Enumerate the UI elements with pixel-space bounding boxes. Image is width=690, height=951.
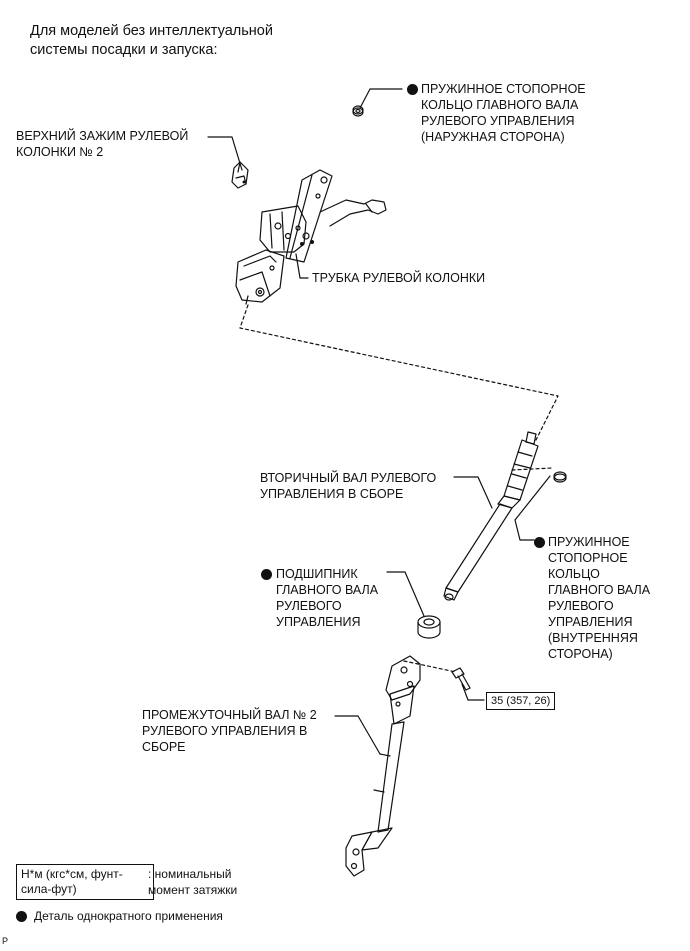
single-use-bullet-icon — [534, 537, 545, 548]
bearing-label: ПОДШИПНИК ГЛАВНОГО ВАЛА РУЛЕВОГО УПРАВЛЕ… — [276, 567, 379, 629]
snap-ring-outer-label: ПРУЖИННОЕ СТОПОРНОЕ КОЛЬЦО ГЛАВНОГО ВАЛА… — [421, 82, 586, 144]
bolt-part — [451, 667, 471, 691]
legend-bullet-icon — [16, 911, 27, 922]
bearing-part — [417, 615, 441, 639]
legend-torque-description: : номинальный момент затяжки — [148, 867, 238, 897]
legend-torque-unit-box: Н*м (кгс*см, фунт- сила-фут) — [16, 864, 154, 900]
secondary-shaft-part — [443, 431, 539, 601]
steering-column-tube-part — [235, 169, 387, 305]
single-use-bullet-icon — [407, 84, 418, 95]
torque-value-box: 35 (357, 26) — [486, 692, 556, 710]
snap-ring-inner-label: ПРУЖИННОЕ СТОПОРНОЕ КОЛЬЦО ГЛАВНОГО ВАЛА… — [548, 535, 651, 661]
upper-clamp-label: ВЕРХНИЙ ЗАЖИМ РУЛЕВОЙ КОЛОНКИ № 2 — [16, 129, 189, 159]
upper-clamp-part — [231, 161, 249, 189]
snap-ring-outer-part — [352, 105, 364, 117]
single-use-bullet-icon — [261, 569, 272, 580]
intermediate-shaft-part — [345, 655, 421, 877]
intermediate-shaft-label: ПРОМЕЖУТОЧНЫЙ ВАЛ № 2 РУЛЕВОГО УПРАВЛЕНИ… — [142, 708, 317, 754]
page-title: Для моделей без интеллектуальной системы… — [30, 23, 273, 58]
snap-ring-inner-part — [553, 471, 567, 483]
secondary-shaft-label: ВТОРИЧНЫЙ ВАЛ РУЛЕВОГО УПРАВЛЕНИЯ В СБОР… — [260, 471, 437, 501]
dashed-alignment-lines — [239, 304, 559, 673]
column-tube-label: ТРУБКА РУЛЕВОЙ КОЛОНКИ — [312, 271, 486, 285]
figure-code: P — [2, 936, 9, 946]
legend-single-use-label: Деталь однократного применения — [34, 909, 223, 923]
leader-lines — [207, 88, 551, 755]
